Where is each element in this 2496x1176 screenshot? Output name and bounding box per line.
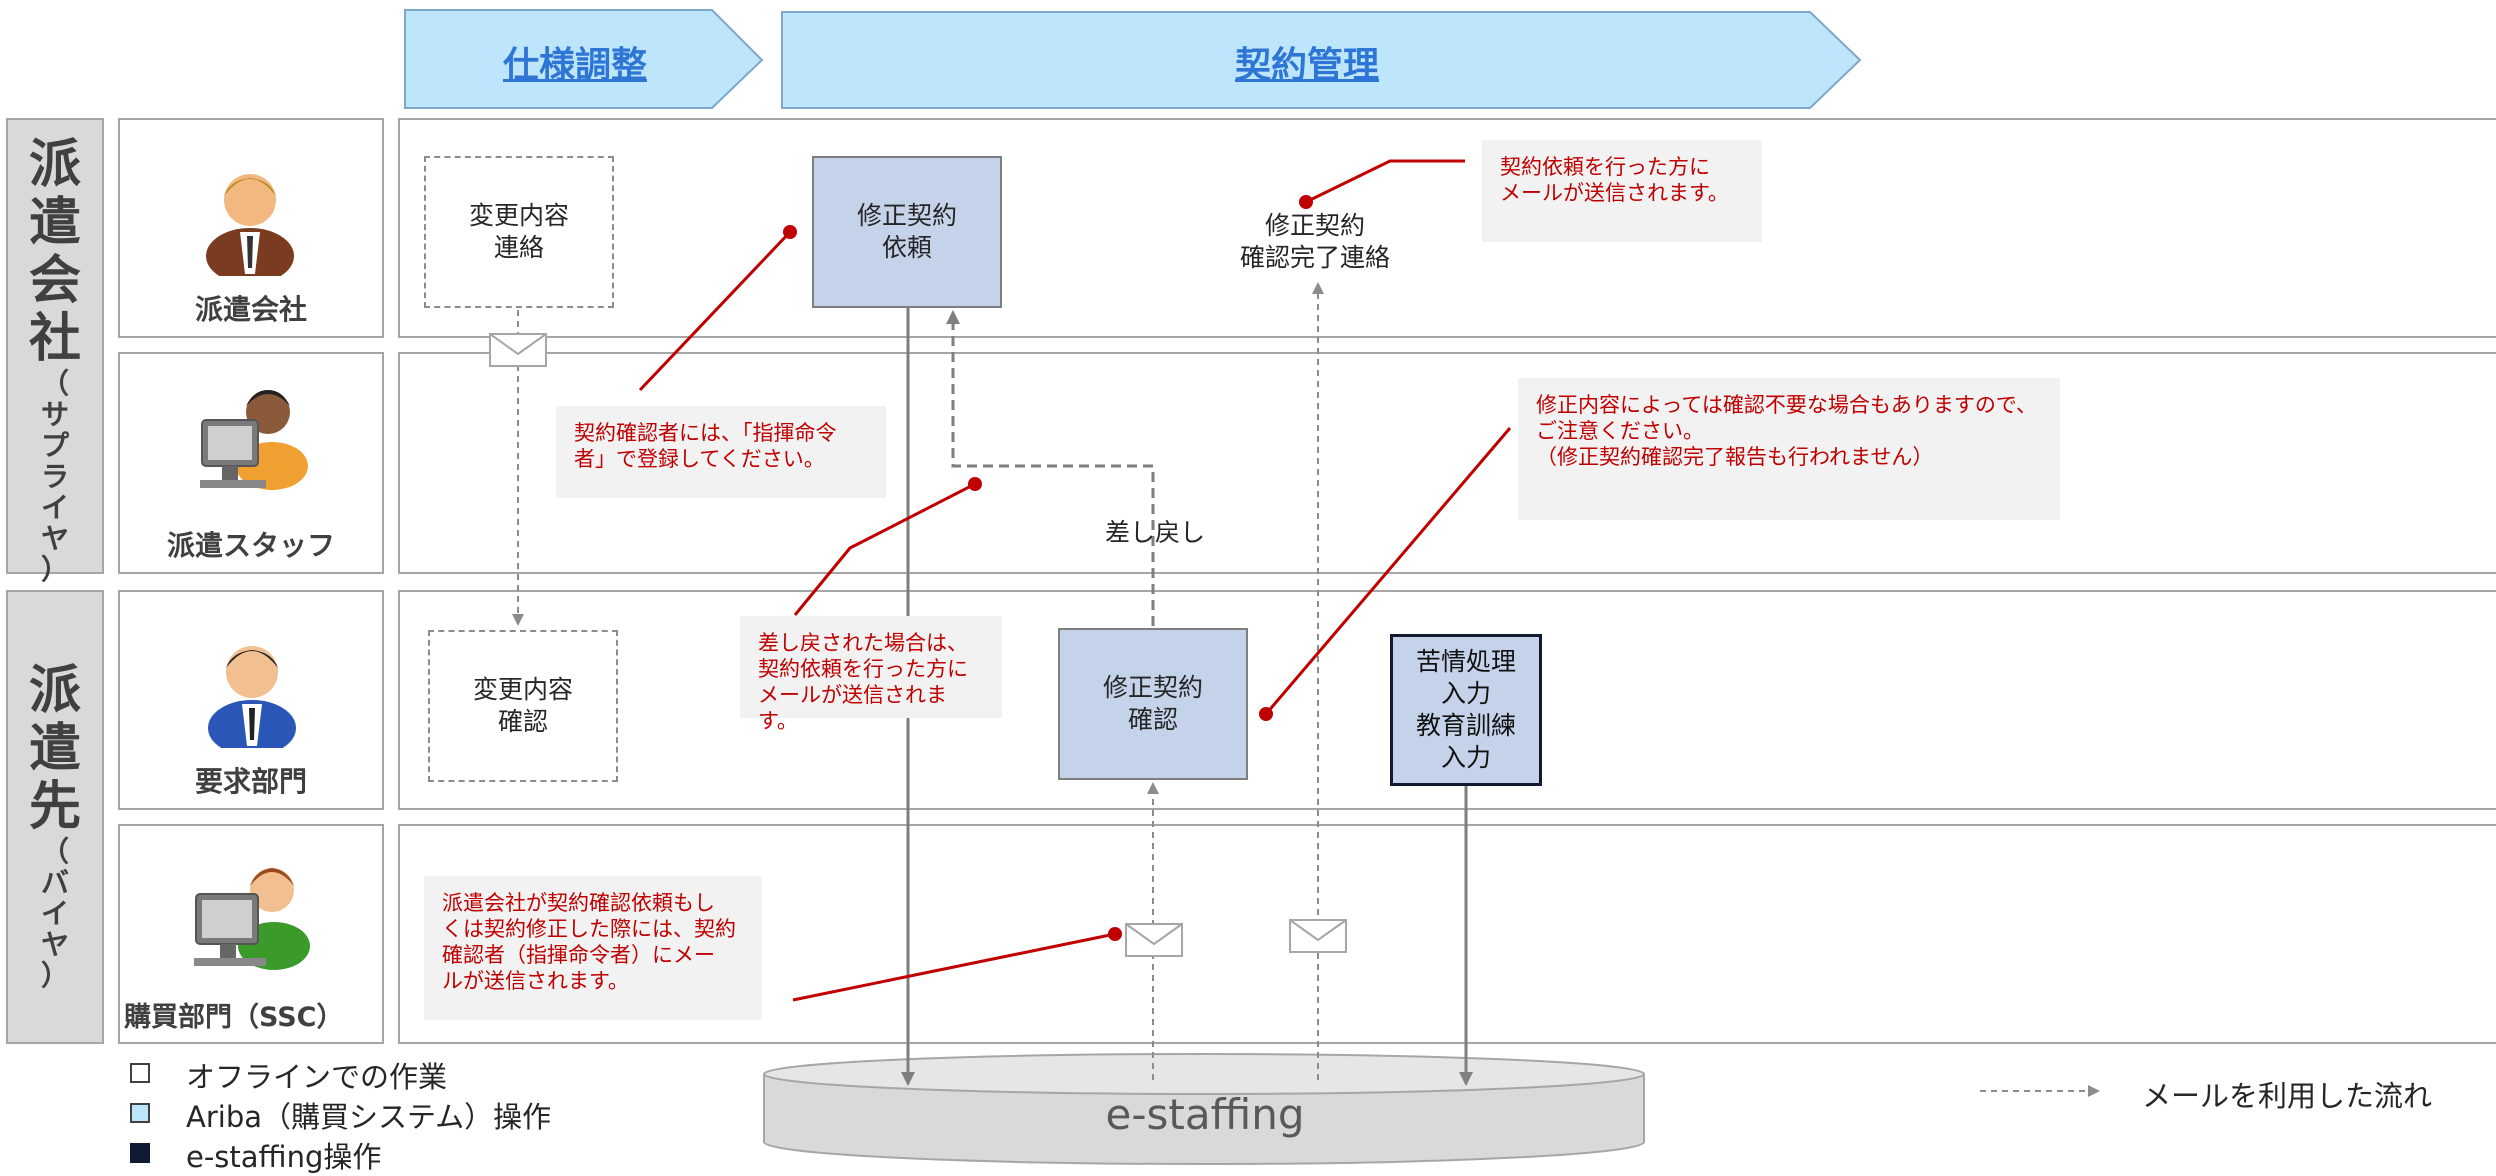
box-revision-confirm: 修正契約 確認 bbox=[1058, 628, 1248, 780]
pointer-mail-confirmer bbox=[792, 932, 1116, 1002]
legend-mail-flow: メールを利用した流れ bbox=[2142, 1079, 2433, 1113]
note-returned: 差し戻された場合は、 契約依頼を行った方に メールが送信されます。 bbox=[740, 616, 1002, 733]
flow-return bbox=[946, 310, 1155, 626]
note-commander: 契約確認者には、「指揮命令 者」で登録してください。 bbox=[556, 406, 886, 498]
phase-chevron-spec bbox=[404, 9, 764, 109]
text-return: 差し戻し bbox=[1104, 518, 1205, 547]
lane-supplier-main: 派遣会社 bbox=[28, 135, 81, 369]
phase-contract-label: 契約管理 bbox=[1234, 45, 1379, 86]
actor-dispatch-staff: 派遣スタッフ bbox=[118, 352, 384, 574]
text-revision-complete: 修正契約 確認完了連絡 bbox=[1239, 211, 1390, 272]
box-revision-request: 修正契約 依頼 bbox=[812, 156, 1002, 308]
phase-header bbox=[404, 9, 1862, 109]
businessman-brown-icon bbox=[206, 174, 294, 276]
row-dispatch-company bbox=[398, 118, 2496, 338]
estaffing-label: e-staffing bbox=[1105, 1090, 1305, 1139]
mail-icon bbox=[1289, 919, 1347, 953]
actor-requesting-dept: 要求部門 bbox=[118, 590, 384, 810]
actor-purchasing-dept: 購買部門（SSC） bbox=[118, 824, 384, 1044]
legend-estaffing: e-staffing操作 bbox=[186, 1140, 382, 1174]
businessman-blue-icon bbox=[208, 646, 296, 748]
pointer-returned bbox=[793, 482, 976, 616]
pointer-request-sender bbox=[1305, 159, 1465, 204]
actor-requesting-dept-label: 要求部門 bbox=[194, 765, 307, 798]
box-complaint-training: 苦情処理 入力 教育訓練 入力 bbox=[1390, 634, 1542, 786]
purchaser-computer-icon bbox=[194, 868, 310, 970]
lane-supplier-sub: （サプライヤ） bbox=[40, 367, 69, 586]
box-change-contact: 変更内容 連絡 bbox=[424, 156, 614, 308]
lane-buyer-sub: （バイヤ） bbox=[40, 835, 69, 992]
lane-buyer-main: 派遣先 bbox=[28, 661, 81, 837]
pointer-unnecessary bbox=[1264, 427, 1512, 715]
box-change-confirm: 変更内容 確認 bbox=[428, 630, 618, 782]
phase-spec-label: 仕様調整 bbox=[502, 45, 647, 86]
phase-chevron-contract bbox=[781, 11, 1862, 109]
legend-offline-swatch bbox=[130, 1063, 150, 1083]
note-unnecessary: 修正内容によっては確認不要な場合もありますので、 ご注意ください。 （修正契約確… bbox=[1518, 378, 2060, 520]
note-request-sender: 契約依頼を行った方に メールが送信されます。 bbox=[1482, 140, 1762, 242]
legend-ariba-swatch bbox=[130, 1103, 150, 1123]
actor-purchasing-dept-label: 購買部門（SSC） bbox=[124, 1002, 344, 1033]
mail-icon bbox=[1125, 923, 1183, 957]
legend-ariba: Ariba（購買システム）操作 bbox=[186, 1100, 552, 1134]
lane-buyer: 派遣先 （バイヤ） bbox=[6, 590, 104, 1044]
legend-estaffing-swatch bbox=[130, 1143, 150, 1163]
estaffing-cylinder bbox=[763, 1053, 1645, 1165]
legend-offline: オフラインでの作業 bbox=[186, 1060, 448, 1094]
mail-icon bbox=[489, 333, 547, 367]
pointer-commander bbox=[638, 230, 792, 392]
actor-dispatch-company: 派遣会社 bbox=[118, 118, 384, 338]
lane-supplier: 派遣会社 （サプライヤ） bbox=[6, 118, 104, 585]
staff-computer-icon bbox=[200, 390, 308, 490]
actor-dispatch-staff-label: 派遣スタッフ bbox=[166, 529, 335, 562]
actor-dispatch-company-label: 派遣会社 bbox=[194, 293, 307, 326]
note-mail-confirmer: 派遣会社が契約確認依頼もし くは契約修正した際には、契約 確認者（指揮命令者）に… bbox=[424, 876, 762, 1020]
